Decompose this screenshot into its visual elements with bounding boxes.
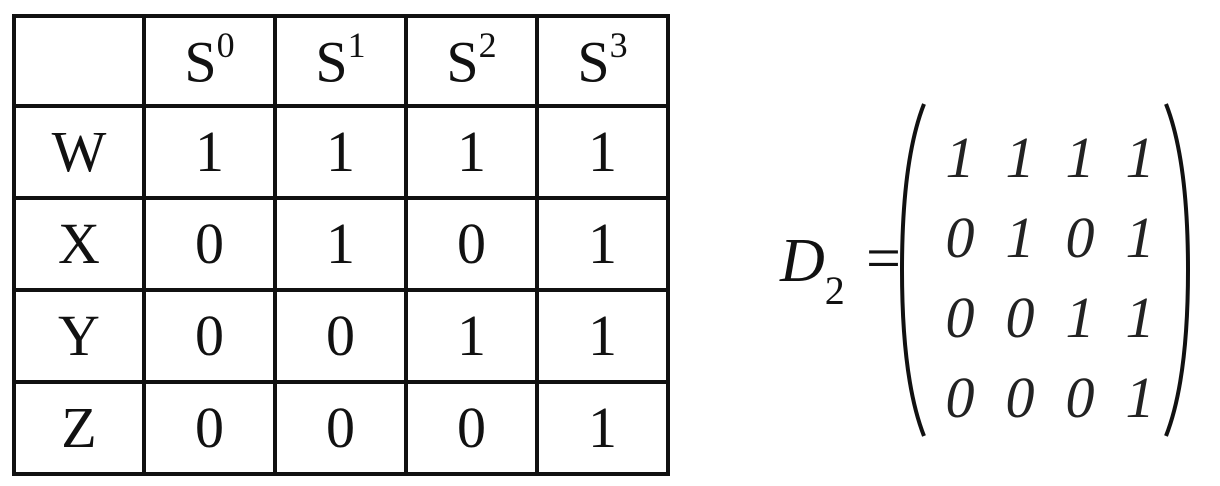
matrix-entry: 1 [1125,285,1155,350]
truth-table: S0 S1 S2 S3 W 1 1 1 1 X 0 1 0 1 Y 0 0 1 … [12,14,670,476]
table-cell: 0 [404,380,539,476]
matrix-label: D2 [780,227,845,311]
table-cell: 0 [273,380,408,476]
table-cell: 1 [535,196,670,292]
table-cell: 0 [142,288,277,384]
state-header-s0: S0 [142,14,277,108]
table-cell: 0 [142,380,277,476]
matrix-entry: 1 [1125,205,1155,270]
state-header-base: S [577,29,610,95]
matrix-entry: 0 [1005,285,1035,350]
matrix-entry: 1 [1065,125,1095,190]
table-cell: 1 [273,196,408,292]
matrix-entry: 1 [1125,365,1155,430]
row-label: W [12,104,146,200]
table-cell: 1 [273,104,408,200]
state-header-s1: S1 [273,14,408,108]
table-row: W 1 1 1 1 [12,104,670,200]
row-label: Z [12,380,146,476]
matrix-entry: 1 [1005,205,1035,270]
matrix-entry: 0 [1065,365,1095,430]
table-row: X 0 1 0 1 [12,196,670,292]
matrix-entry: 0 [945,365,975,430]
matrix-entry: 0 [945,205,975,270]
matrix-equation: D2 = 1 1 1 1 0 1 0 1 0 0 1 1 0 0 0 1 [780,100,1210,450]
table-cell: 0 [142,196,277,292]
state-header-base: S [184,29,217,95]
table-cell: 1 [404,104,539,200]
state-header-base: S [446,29,479,95]
equals-sign: = [866,225,901,293]
matrix-subscript: 2 [824,268,845,314]
matrix-entry: 1 [1125,125,1155,190]
table-corner-cell [12,14,146,108]
table-cell: 0 [273,288,408,384]
state-header-s3: S3 [535,14,670,108]
table-cell: 1 [142,104,277,200]
matrix-entry: 1 [1005,125,1035,190]
state-header-s2: S2 [404,14,539,108]
table-cell: 1 [404,288,539,384]
right-parenthesis [1164,103,1191,437]
matrix-entry: 0 [945,285,975,350]
matrix-name: D [780,227,825,295]
matrix-entries: 1 1 1 1 0 1 0 1 0 0 1 1 0 0 0 1 [930,118,1170,438]
row-label: X [12,196,146,292]
state-header-sup: 0 [216,24,235,65]
left-parenthesis [899,103,926,437]
table-cell: 0 [404,196,539,292]
row-label: Y [12,288,146,384]
table-cell: 1 [535,288,670,384]
state-header-sup: 1 [347,24,366,65]
matrix-entry: 0 [1065,205,1095,270]
table-row: Y 0 0 1 1 [12,288,670,384]
matrix-entry: 1 [945,125,975,190]
table-header-row: S0 S1 S2 S3 [12,14,670,108]
state-header-sup: 2 [478,24,497,65]
state-header-sup: 3 [609,24,628,65]
table-cell: 1 [535,104,670,200]
table-cell: 1 [535,380,670,476]
state-header-base: S [315,29,348,95]
matrix-entry: 1 [1065,285,1095,350]
table-row: Z 0 0 0 1 [12,380,670,476]
matrix-entry: 0 [1005,365,1035,430]
